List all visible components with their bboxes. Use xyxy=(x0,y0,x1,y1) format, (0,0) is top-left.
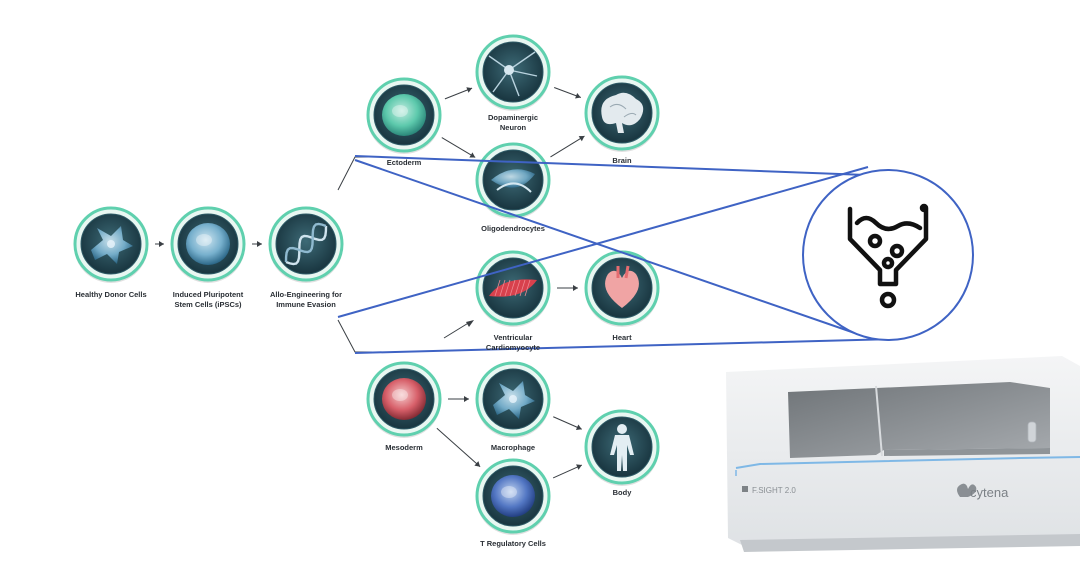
node-label-heart: Heart xyxy=(612,333,631,343)
zoom-line-bottom xyxy=(354,338,896,354)
node-label-line: Brain xyxy=(612,156,632,165)
arrow-ipsc-to-allo_engineering xyxy=(252,241,262,247)
arrow-mesoderm-to-t_regulatory_cells xyxy=(436,427,481,468)
magnifier-circle xyxy=(802,169,974,341)
arrow-macrophage-to-body xyxy=(553,416,582,430)
node-label-body: Body xyxy=(613,488,632,498)
cell-node-allo-engineering xyxy=(268,206,344,283)
zoom-lines xyxy=(337,155,896,354)
cell-node-brain xyxy=(584,75,660,152)
cell-node-t-regulatory-cells xyxy=(475,458,551,535)
node-label-line: Heart xyxy=(612,333,632,342)
node-label-line: Macrophage xyxy=(490,443,536,452)
cell-node-healthy-donor-cells xyxy=(73,206,149,283)
arrow-oligodendrocytes-to-brain xyxy=(550,135,585,158)
node-label-oligodendrocytes: Oligodendrocytes xyxy=(481,224,545,234)
zoom-line-cross-up xyxy=(337,166,869,318)
arrow-allo-to-ventricular xyxy=(443,320,474,339)
cell-node-heart xyxy=(584,250,660,327)
node-label-line: Stem Cells (iPSCs) xyxy=(174,299,242,309)
cell-dispenser-icon xyxy=(847,203,929,309)
instrument-model-label: F.SIGHT 2.0 xyxy=(752,486,796,495)
arrow-ectoderm-to-oligodendrocytes xyxy=(441,137,476,158)
node-label-brain: Brain xyxy=(612,156,631,166)
zoom-line-top xyxy=(354,155,896,177)
bracket-lower xyxy=(337,319,372,353)
node-label-line: T Regulatory Cells xyxy=(480,539,546,548)
zoom-line-cross-down xyxy=(354,159,873,340)
cell-node-dopaminergic-neuron xyxy=(475,34,551,111)
node-label-line: Neuron xyxy=(499,122,527,132)
bracket-lines xyxy=(337,156,372,353)
cell-node-body xyxy=(584,409,660,486)
cell-node-ectoderm xyxy=(366,77,442,154)
node-label-mesoderm: Mesoderm xyxy=(385,443,423,453)
node-label-line: Induced Pluripotent xyxy=(172,290,244,299)
cell-node-oligodendrocytes xyxy=(475,142,551,219)
node-label-line: Ventricular xyxy=(493,333,533,342)
node-label-line: Ectoderm xyxy=(386,158,422,167)
bracket-upper xyxy=(337,156,372,191)
node-label-t-regulatory-cells: T Regulatory Cells xyxy=(480,539,546,549)
arrow-t_regulatory_cells-to-body xyxy=(552,464,583,479)
node-label-line: Oligodendrocytes xyxy=(481,224,545,233)
arrow-ectoderm-to-dopaminergic_neuron xyxy=(444,87,473,100)
node-label-line: Immune Evasion xyxy=(276,299,336,309)
cell-node-mesoderm xyxy=(366,361,442,438)
arrow-mesoderm-to-macrophage xyxy=(448,396,469,402)
instrument-brand-label: cytena xyxy=(970,485,1009,500)
node-label-line: Dopaminergic xyxy=(487,113,539,122)
node-label-line: Healthy Donor Cells xyxy=(75,290,147,299)
node-label-healthy-donor-cells: Healthy Donor Cells xyxy=(75,290,146,300)
arrow-healthy_donor_cells-to-ipsc xyxy=(155,241,164,247)
node-label-ectoderm: Ectoderm xyxy=(387,158,422,168)
arrow-ventricular_cardiomyocyte-to-heart xyxy=(557,285,578,291)
arrow-dopaminergic_neuron-to-brain xyxy=(554,87,581,99)
cell-nodes xyxy=(73,34,660,535)
cell-node-macrophage xyxy=(475,361,551,438)
node-label-line: Mesoderm xyxy=(385,443,423,452)
cell-node-ventricular-cardiomyocyte xyxy=(475,250,551,327)
dispensing-instrument: F.SIGHT 2.0 cytena xyxy=(726,356,1080,552)
cell-node-ipsc xyxy=(170,206,246,283)
flow-arrows xyxy=(155,87,585,479)
node-label-macrophage: Macrophage xyxy=(491,443,535,453)
node-label-line: Allo-Engineering for xyxy=(269,290,343,299)
node-label-line: Body xyxy=(612,488,632,497)
node-label-line: Cardiomyocyte xyxy=(485,342,541,352)
